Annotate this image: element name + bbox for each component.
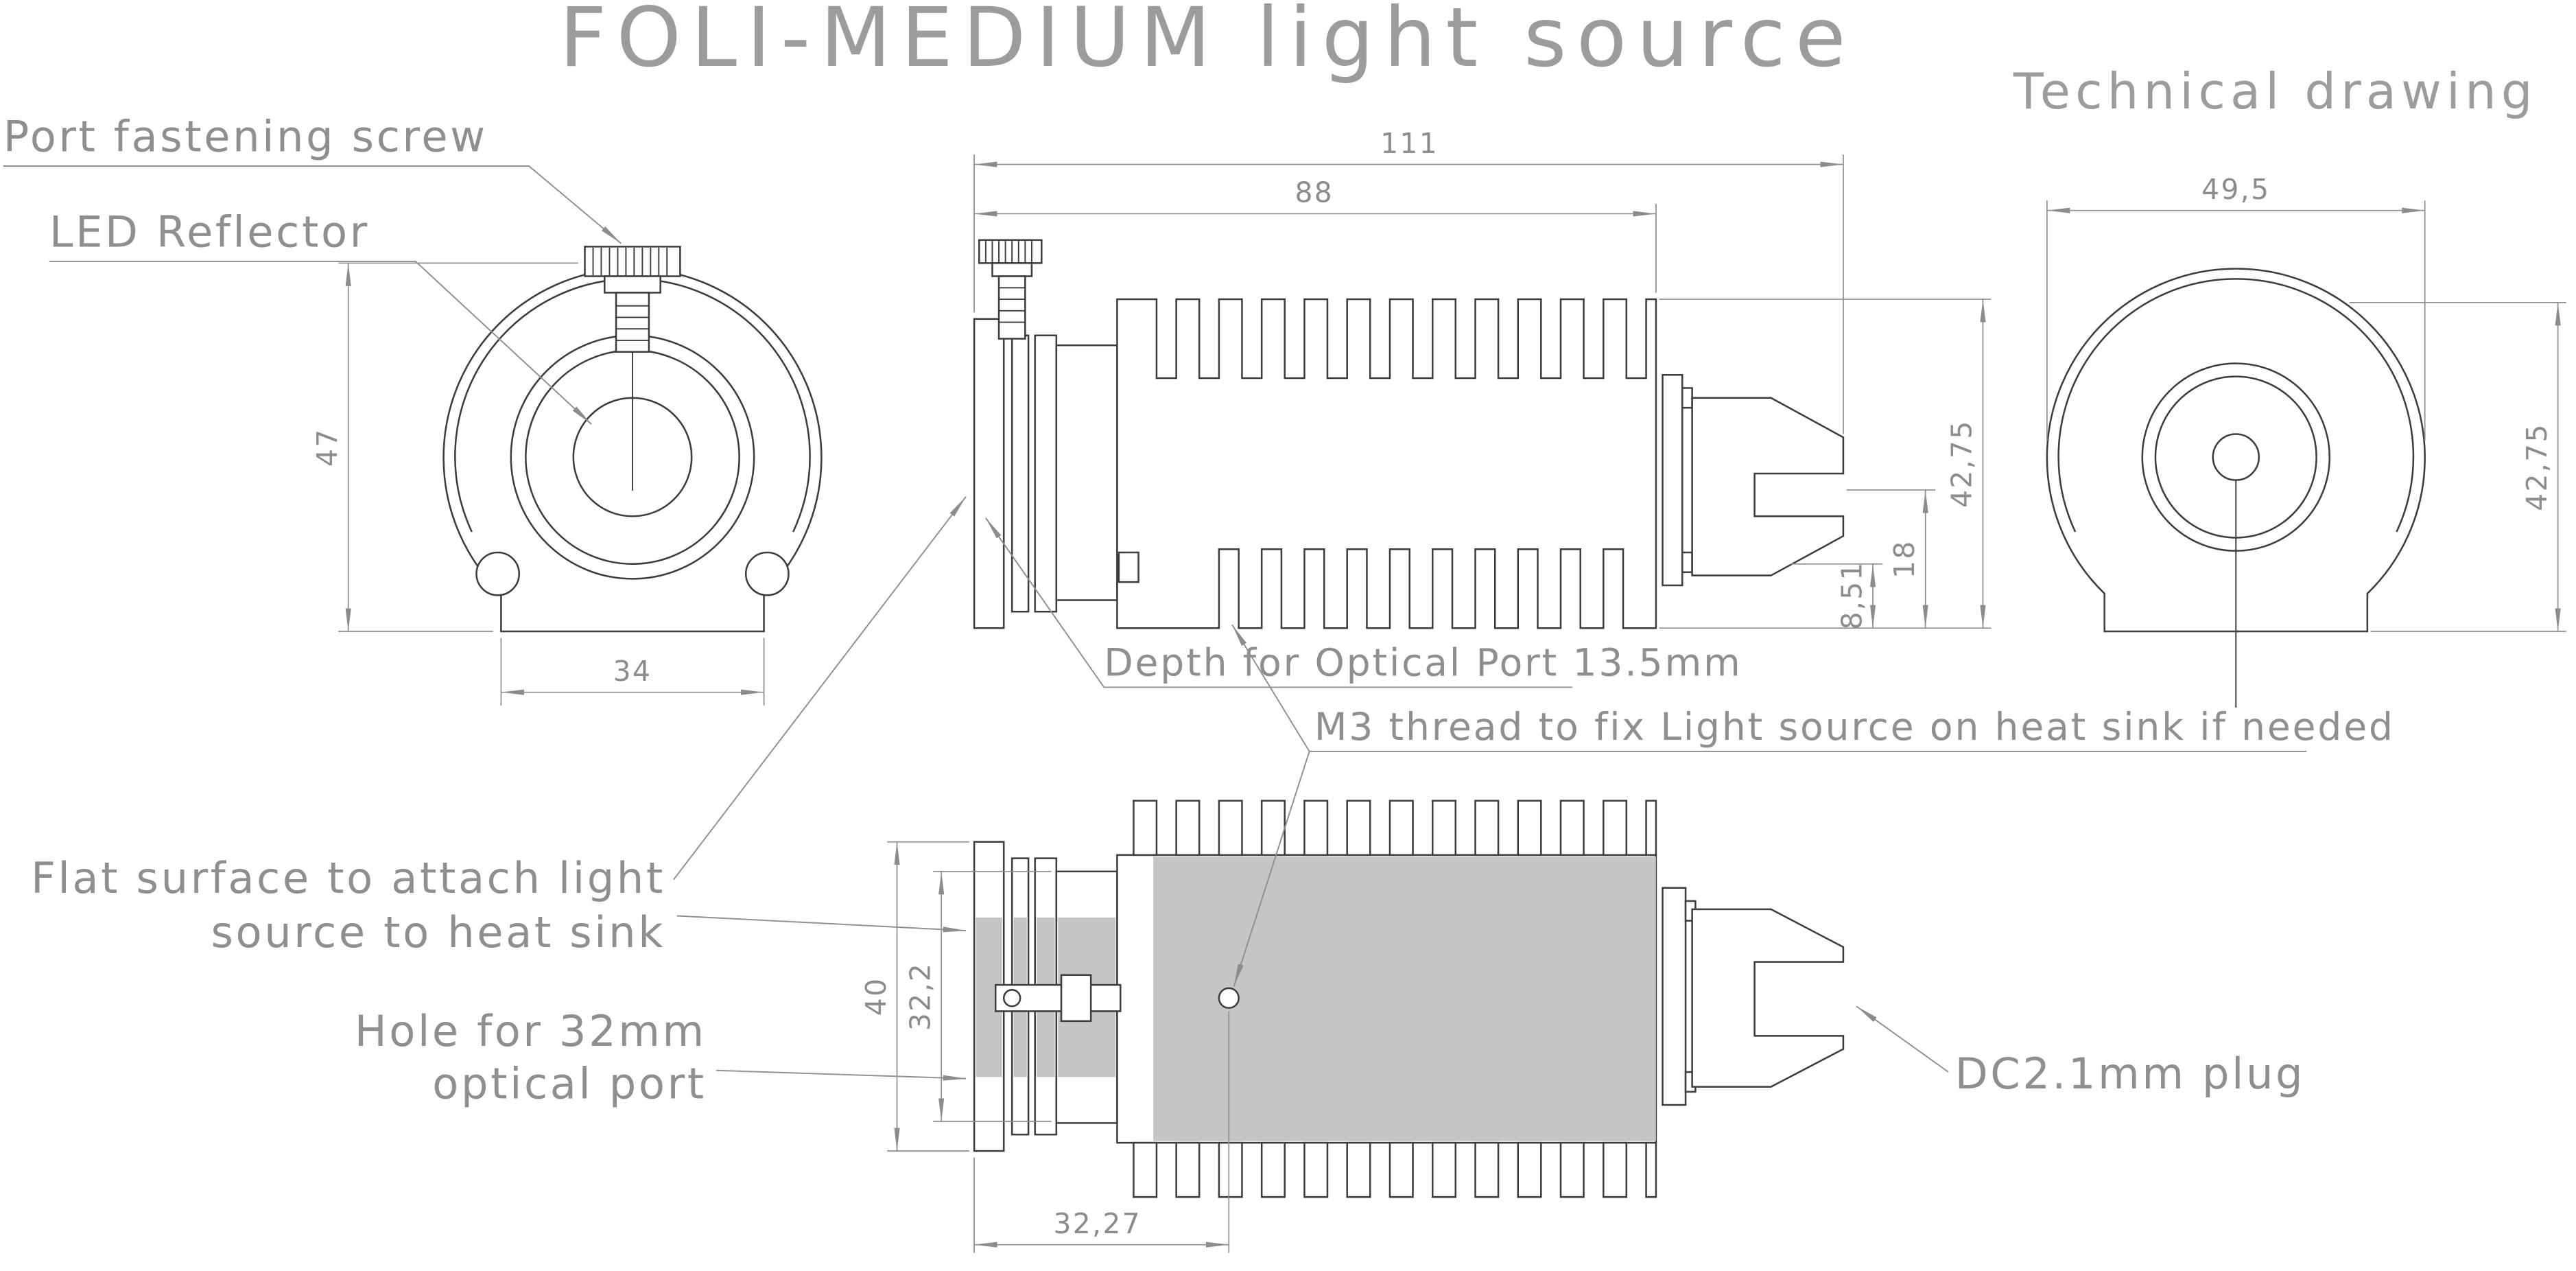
leader-led-reflector bbox=[49, 260, 592, 425]
dim-plug-bottom-offset-value: 8,51 bbox=[1835, 561, 1868, 629]
leader-m3-thread-up bbox=[1231, 624, 1310, 752]
callouts: Port fastening screw LED Reflector Depth… bbox=[3, 111, 2395, 1108]
dim-front-height: 47 bbox=[311, 262, 578, 632]
side-plug-collar bbox=[1662, 373, 1683, 587]
dim-body-length: 88 bbox=[974, 176, 1657, 293]
top-m3-hole bbox=[1218, 987, 1240, 1009]
front-view: 47 34 bbox=[311, 246, 823, 706]
dim-flange-width: 40 bbox=[860, 841, 969, 1152]
dim-front-flat-width: 34 bbox=[500, 638, 765, 706]
dim-port-width-value: 32,2 bbox=[903, 962, 936, 1031]
dim-m3-position: 32,27 bbox=[973, 1011, 1230, 1253]
side-heatsink-body bbox=[1116, 298, 1657, 629]
callout-dc-plug: DC2.1mm plug bbox=[1955, 1049, 2305, 1099]
page-title: FOLI-MEDIUM light source bbox=[559, 0, 1856, 86]
side-m3-mark bbox=[1118, 551, 1139, 583]
leader-hole-optical bbox=[716, 1069, 967, 1081]
top-screw-cross bbox=[1060, 974, 1092, 1023]
side-collar-tab-top bbox=[1681, 387, 1693, 409]
leader-flat-surface-top bbox=[676, 915, 967, 933]
dim-overall-length: 111 bbox=[973, 127, 1844, 434]
side-view: 111 88 42,75 18 8,51 bbox=[973, 127, 1992, 629]
top-plug-housing bbox=[1691, 908, 1845, 1088]
dim-flange-width-value: 40 bbox=[860, 977, 893, 1016]
page-subtitle: Technical drawing bbox=[2013, 62, 2538, 120]
dim-plug-bottom-offset: 8,51 bbox=[1791, 561, 1883, 629]
leader-dc-plug bbox=[1856, 1005, 1949, 1073]
side-flange-plate-1 bbox=[973, 318, 1005, 629]
side-port-screw bbox=[978, 239, 1043, 340]
leader-m3-thread-down bbox=[1233, 750, 2307, 987]
leader-depth-optical-port bbox=[985, 517, 1572, 688]
top-plug-collar bbox=[1662, 887, 1687, 1106]
front-hole-left bbox=[475, 551, 521, 596]
side-collar-tab-bottom bbox=[1681, 551, 1693, 574]
dim-front-height-value: 47 bbox=[311, 428, 344, 467]
leader-flat-surface-side bbox=[673, 495, 967, 881]
dim-port-width: 32,2 bbox=[903, 870, 1052, 1122]
dim-plug-center-offset: 18 bbox=[1846, 489, 1936, 629]
dim-rear-height-value: 42,75 bbox=[2520, 423, 2553, 511]
callout-hole-optical-line2: optical port bbox=[432, 1058, 706, 1108]
callout-depth-optical-port: Depth for Optical Port 13.5mm bbox=[1104, 641, 1742, 685]
callout-flat-surface-line2: source to heat sink bbox=[211, 907, 665, 957]
side-flange-plate-2 bbox=[1011, 334, 1030, 613]
dim-body-height-value: 42,75 bbox=[1946, 419, 1978, 508]
dim-m3-position-value: 32,27 bbox=[1053, 1207, 1142, 1240]
top-view: 40 32,2 32,27 bbox=[860, 800, 1845, 1253]
callout-port-fastening-screw: Port fastening screw bbox=[3, 111, 488, 161]
dim-plug-center-offset-value: 18 bbox=[1888, 539, 1921, 579]
callout-led-reflector: LED Reflector bbox=[49, 207, 370, 257]
rear-outer-profile bbox=[2046, 268, 2426, 633]
rear-chamfer-ring bbox=[2057, 278, 2415, 533]
dim-overall-length-value: 111 bbox=[1380, 127, 1439, 160]
top-fins-upper bbox=[1133, 800, 1657, 856]
callout-flat-surface-line1: Flat surface to attach light bbox=[31, 853, 665, 903]
leader-port-fastening-screw bbox=[3, 165, 622, 244]
dim-rear-diameter: 49,5 bbox=[2046, 173, 2426, 441]
dim-body-length-value: 88 bbox=[1295, 176, 1334, 209]
dim-rear-diameter-value: 49,5 bbox=[2201, 173, 2270, 206]
dim-rear-height: 42,75 bbox=[2349, 301, 2566, 632]
side-flange-plate-3 bbox=[1034, 334, 1058, 613]
front-hole-right bbox=[744, 551, 790, 596]
dim-body-height: 42,75 bbox=[1659, 299, 1992, 629]
front-port-screw bbox=[584, 246, 681, 491]
top-fins-lower bbox=[1133, 1141, 1657, 1198]
rear-view: 49,5 42,75 bbox=[2046, 173, 2566, 708]
callout-m3-thread: M3 thread to fix Light source on heat si… bbox=[1314, 705, 2395, 749]
side-neck bbox=[1055, 344, 1118, 601]
side-plug-housing bbox=[1691, 397, 1845, 576]
dim-front-flat-width-value: 34 bbox=[613, 655, 652, 688]
top-flange-hole bbox=[1002, 989, 1021, 1007]
callout-hole-optical-line1: Hole for 32mm bbox=[355, 1006, 707, 1056]
